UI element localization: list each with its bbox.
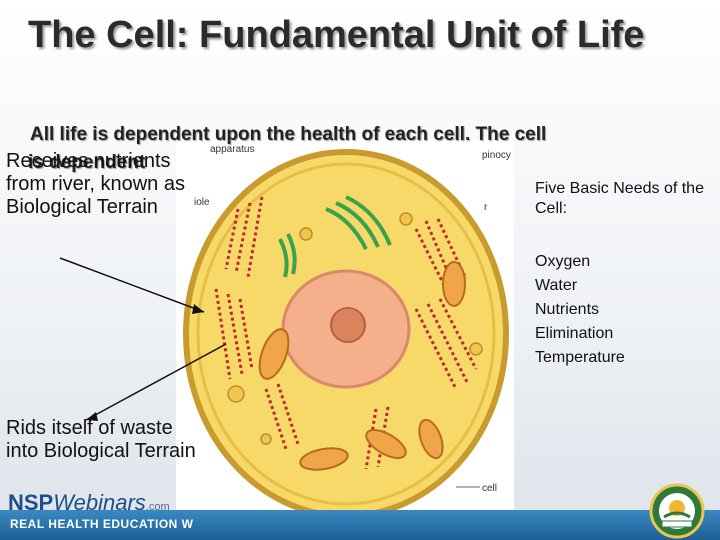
label-cell: cell	[482, 483, 497, 494]
label-apparatus: apparatus	[210, 144, 254, 155]
subtitle-line-1: All life is dependent upon the health of…	[30, 124, 547, 145]
label-pinocy: pinocy	[482, 150, 511, 161]
nsp-wordmark: NSP	[8, 490, 54, 515]
dot-com: .com	[145, 501, 170, 513]
cell-illustration: apparatus pinocy iole r cell	[183, 139, 511, 510]
need-item-elimination: Elimination	[535, 325, 614, 342]
need-item-oxygen: Oxygen	[535, 253, 591, 270]
needs-list: Oxygen Water Nutrients Elimination Tempe…	[535, 250, 625, 370]
sunshine-seal-logo	[649, 483, 705, 539]
nucleolus	[330, 307, 366, 343]
need-item-nutrients: Nutrients	[535, 301, 600, 318]
nsp-webinars-logo: NSPWebinars.com	[8, 490, 170, 516]
label-iole: iole	[194, 197, 210, 208]
need-item-temperature: Temperature	[535, 349, 625, 366]
arrow-waste	[85, 343, 227, 421]
subtitle-line-2: is dependent	[28, 152, 146, 173]
arrow-nutrients	[59, 257, 205, 313]
receives-nutrients-text: Receives nutrients from river, known as …	[6, 150, 185, 218]
golgi-apparatus	[278, 195, 392, 278]
label-r: r	[484, 202, 488, 213]
slide-title: The Cell: Fundamental Unit of Life	[28, 14, 645, 56]
five-needs-heading: Five Basic Needs of the Cell:	[535, 180, 704, 217]
footer-tagline: REAL HEALTH EDUCATION W	[10, 517, 194, 531]
need-item-water: Water	[535, 277, 578, 294]
footer-bar	[0, 510, 720, 540]
cell-diagram: apparatus pinocy iole r cell	[176, 139, 514, 510]
webinars-wordmark: Webinars	[53, 490, 146, 515]
rids-waste-text: Rids itself of waste into Biological Ter…	[6, 417, 196, 462]
mitochondria	[258, 261, 466, 471]
